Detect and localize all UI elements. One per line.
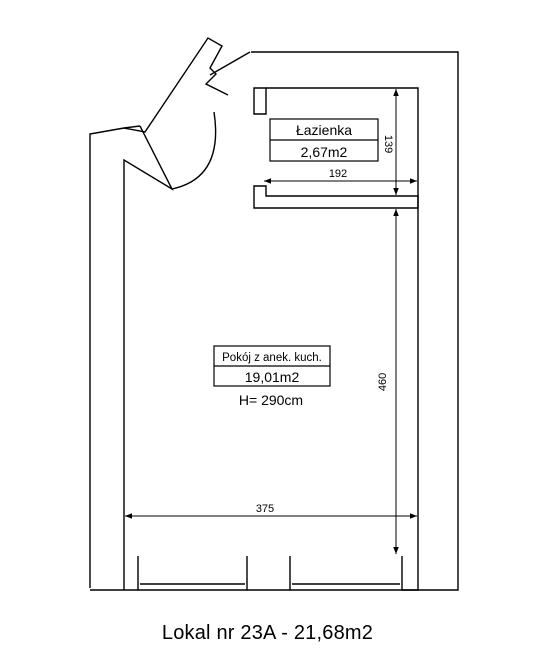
main-room-label: Pokój z anek. kuch. 19,01m2 — [213, 345, 331, 387]
bathroom-label: Łazienka 2,67m2 — [269, 118, 379, 162]
bathroom-wall — [253, 87, 267, 115]
dim-bathroom-depth: 139 — [382, 135, 394, 153]
entrance-door — [123, 37, 229, 133]
main-room-area: 19,01m2 — [245, 369, 300, 385]
inner-wall — [209, 51, 419, 591]
outer-wall — [89, 51, 459, 591]
ceiling-height: H= 290cm — [239, 392, 303, 408]
unit-caption: Lokal nr 23A - 21,68m2 — [161, 622, 374, 644]
dim-main-depth: 460 — [377, 373, 389, 391]
window-right — [289, 556, 403, 591]
bathroom-area: 2,67m2 — [301, 144, 348, 160]
main-room-name: Pokój z anek. kuch. — [222, 352, 322, 364]
door-swing-arc — [171, 111, 217, 190]
dim-bathroom-width: 192 — [329, 168, 347, 180]
dim-main-width: 375 — [256, 503, 274, 515]
window-left — [137, 556, 248, 591]
bathroom-name: Łazienka — [296, 122, 352, 138]
